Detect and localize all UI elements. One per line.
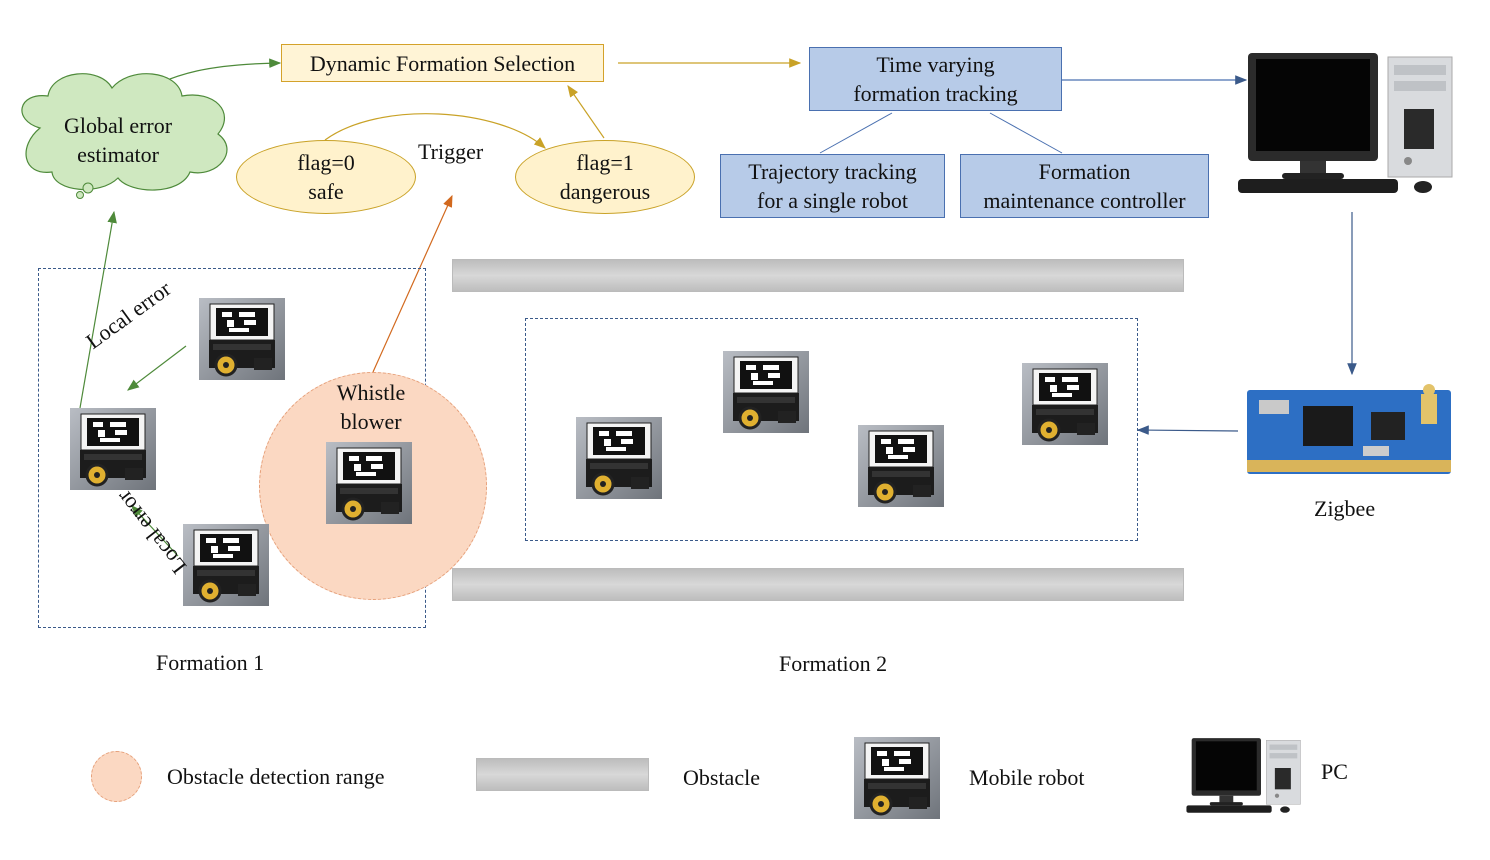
dynamic-formation-selection-box: Dynamic Formation Selection: [281, 44, 604, 82]
obstacle-wall-top: [452, 259, 1184, 292]
whistle-blower-label: Whistle blower: [312, 378, 430, 436]
legend-pc-label: PC: [1321, 759, 1348, 784]
time-varying-tracking-box: Time varying formation tracking: [809, 47, 1062, 111]
robot-f2-1: [576, 417, 662, 499]
time-varying-line1: Time varying: [876, 52, 995, 77]
robot-f1-top: [199, 298, 285, 380]
legend-obstacle-swatch: [476, 758, 649, 791]
zigbee-label: Zigbee: [1314, 496, 1376, 521]
arrow-local-error-lower: [131, 505, 179, 557]
robot-f1-left: [70, 408, 156, 490]
arrow-trigger: [324, 113, 546, 149]
formation1-label: Formation 1: [156, 650, 265, 675]
flag-danger-line2: dangerous: [559, 179, 651, 204]
robot-f2-4: [1022, 363, 1108, 445]
trigger-label: Trigger: [418, 139, 484, 164]
robot-f1-bottom: [183, 524, 269, 606]
zigbee-module-icon: [1247, 384, 1451, 474]
arrow-flag1-to-selection: [567, 85, 605, 139]
obstacle-wall-bottom: [452, 568, 1184, 601]
global-error-estimator: Global error estimator: [40, 108, 196, 172]
arrow-whistle-to-flag: [372, 194, 453, 373]
robot-whistle-blower: [326, 442, 412, 524]
formation2-label: Formation 2: [779, 651, 888, 676]
time-varying-line2: formation tracking: [853, 81, 1018, 106]
whistle-line1: Whistle: [336, 380, 406, 405]
formation-maintenance-box: Formation maintenance controller: [960, 154, 1209, 218]
legend-obstacle-label: Obstacle: [683, 765, 760, 790]
legend-robot-icon: [854, 737, 940, 819]
flag-dangerous-ellipse: flag=1 dangerous: [515, 140, 695, 214]
trajectory-line1: Trajectory tracking: [748, 159, 917, 184]
arrow-local-to-estimator: [79, 210, 117, 409]
flag-safe-ellipse: flag=0 safe: [236, 140, 416, 214]
formation-maintenance-line2: maintenance controller: [983, 188, 1186, 213]
legend-detection-range-label: Obstacle detection range: [167, 764, 385, 789]
robot-f2-3: [858, 425, 944, 507]
flag-danger-line1: flag=1: [576, 150, 634, 175]
legend-detection-range-swatch: [91, 751, 142, 802]
pc-icon: [1238, 48, 1458, 200]
robot-f2-2: [723, 351, 809, 433]
legend-mobile-robot-label: Mobile robot: [969, 765, 1085, 790]
estimator-line1: Global error: [63, 113, 173, 138]
estimator-cloud-shape: [21, 73, 228, 199]
legend-pc-icon: [1186, 736, 1304, 816]
trajectory-line2: for a single robot: [757, 188, 908, 213]
flag-safe-line1: flag=0: [297, 150, 355, 175]
whistle-line2: blower: [340, 409, 402, 434]
flag-safe-line2: safe: [308, 179, 344, 204]
formation2-frame: [525, 318, 1138, 541]
dynamic-formation-selection-label: Dynamic Formation Selection: [309, 50, 576, 76]
trajectory-tracking-box: Trajectory tracking for a single robot: [720, 154, 945, 218]
estimator-line2: estimator: [77, 142, 159, 167]
arrow-local-error-upper: [127, 345, 187, 391]
formation-maintenance-line1: Formation: [1038, 159, 1131, 184]
arrow-zigbee-to-formation2: [1136, 425, 1239, 435]
